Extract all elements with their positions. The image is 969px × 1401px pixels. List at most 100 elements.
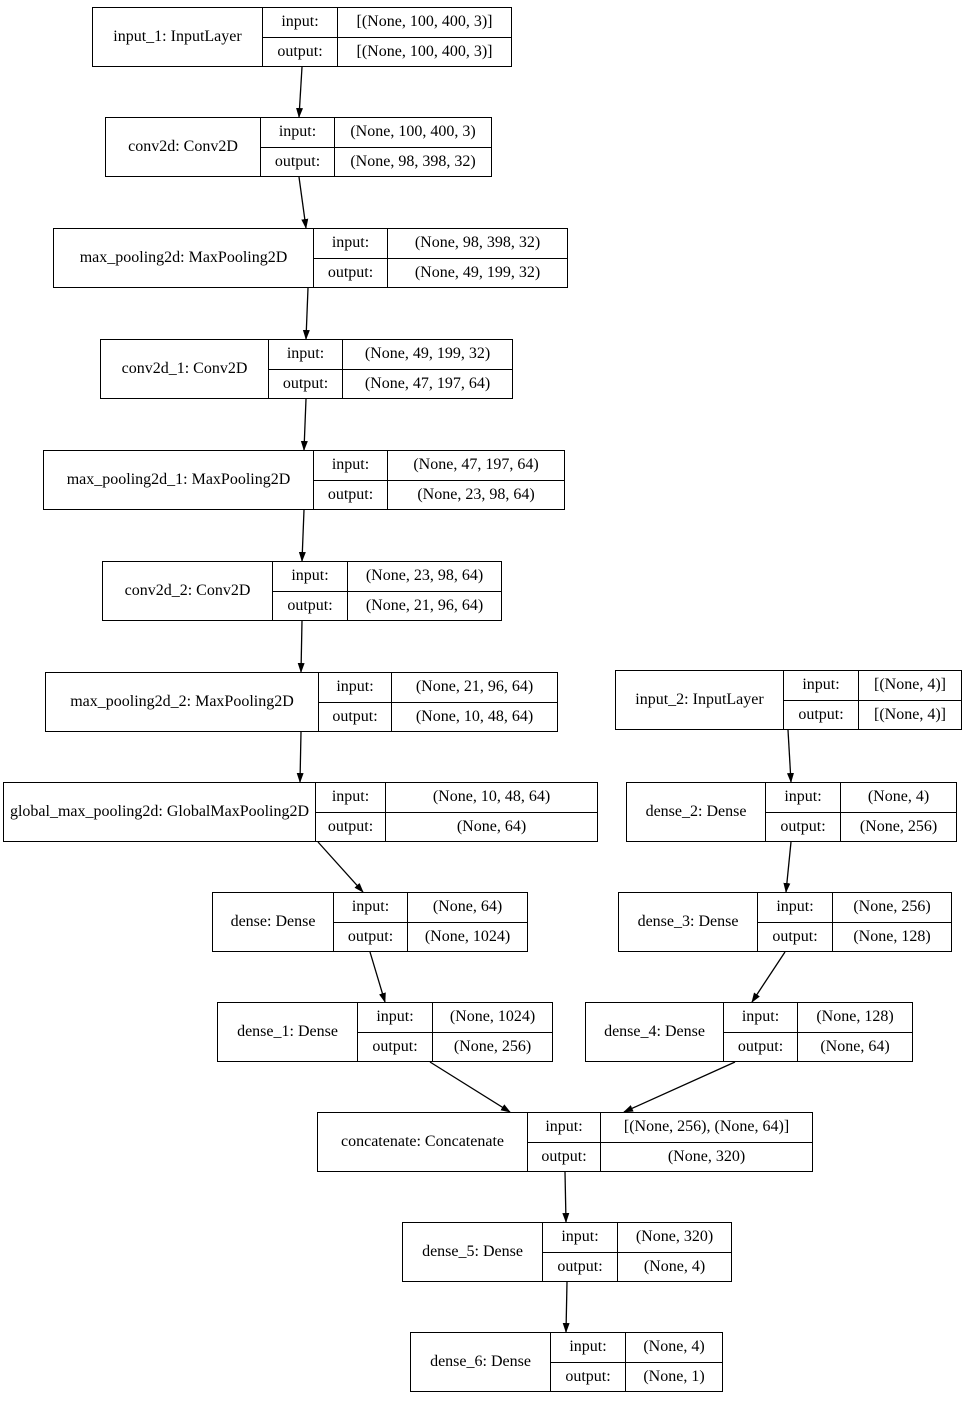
input-label: input: xyxy=(261,118,335,147)
input-label: input: xyxy=(543,1223,618,1252)
input-shape-value: (None, 64) xyxy=(432,898,503,916)
layer-input-row: input: (None, 10, 48, 64) xyxy=(316,783,597,812)
output-shape-value: (None, 4) xyxy=(643,1257,706,1275)
layer-node-dense_4: dense_4: Dense input: (None, 128) output… xyxy=(585,1002,913,1062)
input-shape-value: (None, 128) xyxy=(816,1008,894,1026)
layer-io-table: input: (None, 49, 199, 32) output: (None… xyxy=(269,340,512,398)
layer-node-max_pooling2d_1: max_pooling2d_1: MaxPooling2D input: (No… xyxy=(43,450,565,510)
input-label: input: xyxy=(784,671,859,700)
output-shape-value: (None, 64) xyxy=(820,1037,890,1055)
input-shape-value: (None, 49, 199, 32) xyxy=(364,345,491,363)
output-label: output: xyxy=(273,591,348,620)
input-shape-value: (None, 4) xyxy=(643,1338,705,1356)
layer-name: max_pooling2d: MaxPooling2D xyxy=(54,229,314,287)
layer-output-row: output: (None, 98, 398, 32) xyxy=(261,146,491,176)
layer-output-row: output: (None, 64) xyxy=(724,1031,912,1061)
edge-dense_2-to-dense_3 xyxy=(783,841,792,893)
layer-name: dense_4: Dense xyxy=(586,1003,724,1061)
input-shape-value: (None, 21, 96, 64) xyxy=(415,678,534,696)
output-label: output: xyxy=(263,37,338,66)
layer-output-row: output: (None, 4) xyxy=(543,1251,731,1281)
layer-output-row: output: [(None, 100, 400, 3)] xyxy=(263,36,511,66)
layer-io-table: input: (None, 64) output: (None, 1024) xyxy=(334,893,527,951)
output-shape-value: (None, 23, 98, 64) xyxy=(417,485,535,503)
layer-output-row: output: (None, 47, 197, 64) xyxy=(269,368,512,398)
layer-name: conv2d_1: Conv2D xyxy=(101,340,269,398)
edge-global_max_pooling2d-to-dense xyxy=(317,841,364,893)
edge-conv2d-to-max_pooling2d xyxy=(298,176,309,229)
input-shape-value: [(None, 100, 400, 3)] xyxy=(356,13,493,31)
layer-name: conv2d: Conv2D xyxy=(106,118,261,176)
input-shape-value: (None, 4) xyxy=(867,788,930,806)
layer-name: max_pooling2d_1: MaxPooling2D xyxy=(44,451,314,509)
layer-node-dense_1: dense_1: Dense input: (None, 1024) outpu… xyxy=(217,1002,553,1062)
edge-dense_3-to-dense_4 xyxy=(751,951,786,1003)
layer-input-row: input: (None, 4) xyxy=(766,783,956,812)
layer-output-row: output: [(None, 4)] xyxy=(784,699,961,729)
edge-max_pooling2d_2-to-global_max_pooling2d xyxy=(296,731,304,783)
output-shape-value: [(None, 100, 400, 3)] xyxy=(356,42,493,60)
input-label: input: xyxy=(766,783,841,812)
layer-io-table: input: (None, 128) output: (None, 64) xyxy=(724,1003,912,1061)
output-label: output: xyxy=(551,1362,626,1391)
layer-output-row: output: (None, 64) xyxy=(316,811,597,841)
layer-output-row: output: (None, 10, 48, 64) xyxy=(319,701,557,731)
output-label: output: xyxy=(319,702,392,731)
layer-name: dense_3: Dense xyxy=(619,893,758,951)
output-label: output: xyxy=(724,1032,798,1061)
layer-input-row: input: (None, 47, 197, 64) xyxy=(314,451,564,480)
layer-io-table: input: (None, 98, 398, 32) output: (None… xyxy=(314,229,567,287)
layer-output-row: output: (None, 49, 199, 32) xyxy=(314,257,567,287)
input-label: input: xyxy=(269,340,343,369)
layer-io-table: input: (None, 47, 197, 64) output: (None… xyxy=(314,451,564,509)
layer-name: conv2d_2: Conv2D xyxy=(103,562,273,620)
layer-name: dense: Dense xyxy=(213,893,334,951)
output-label: output: xyxy=(314,258,388,287)
input-shape-value: (None, 10, 48, 64) xyxy=(432,788,551,806)
edge-input_2-to-dense_2 xyxy=(786,729,794,783)
input-label: input: xyxy=(316,783,386,812)
input-shape-value: [(None, 256), (None, 64)] xyxy=(623,1118,790,1136)
layer-input-row: input: (None, 1024) xyxy=(358,1003,552,1032)
edge-dense-to-dense_1 xyxy=(369,951,386,1003)
input-label: input: xyxy=(358,1003,433,1032)
layer-input-row: input: (None, 49, 199, 32) xyxy=(269,340,512,369)
edge-conv2d_1-to-max_pooling2d_1 xyxy=(300,398,308,451)
output-shape-value: (None, 64) xyxy=(456,817,527,835)
input-label: input: xyxy=(273,562,348,591)
layer-node-concatenate: concatenate: Concatenate input: [(None, … xyxy=(317,1112,813,1172)
layer-node-dense_3: dense_3: Dense input: (None, 256) output… xyxy=(618,892,952,952)
output-label: output: xyxy=(358,1032,433,1061)
layer-node-dense_6: dense_6: Dense input: (None, 4) output: … xyxy=(410,1332,723,1392)
input-shape-value: [(None, 4)] xyxy=(874,676,946,694)
layer-node-max_pooling2d: max_pooling2d: MaxPooling2D input: (None… xyxy=(53,228,568,288)
layer-output-row: output: (None, 256) xyxy=(358,1031,552,1061)
layer-output-row: output: (None, 23, 98, 64) xyxy=(314,479,564,509)
layer-node-dense_5: dense_5: Dense input: (None, 320) output… xyxy=(402,1222,732,1282)
input-shape-value: (None, 98, 398, 32) xyxy=(414,234,541,252)
input-label: input: xyxy=(319,673,392,702)
output-shape-value: (None, 128) xyxy=(853,927,931,945)
output-shape-value: (None, 49, 199, 32) xyxy=(414,263,541,281)
layer-io-table: input: (None, 4) output: (None, 1) xyxy=(551,1333,722,1391)
layer-io-table: input: [(None, 100, 400, 3)] output: [(N… xyxy=(263,8,511,66)
edge-max_pooling2d-to-conv2d_1 xyxy=(302,287,310,340)
input-label: input: xyxy=(263,8,338,37)
input-shape-value: (None, 47, 197, 64) xyxy=(413,456,539,474)
input-label: input: xyxy=(314,451,388,480)
input-shape-value: (None, 320) xyxy=(635,1228,714,1246)
layer-input-row: input: (None, 4) xyxy=(551,1333,722,1362)
output-shape-value: (None, 98, 398, 32) xyxy=(350,152,476,170)
layer-input-row: input: (None, 100, 400, 3) xyxy=(261,118,491,147)
output-label: output: xyxy=(758,922,833,951)
output-label: output: xyxy=(543,1252,618,1281)
layer-output-row: output: (None, 1) xyxy=(551,1361,722,1391)
output-shape-value: (None, 1) xyxy=(643,1367,705,1385)
layer-io-table: input: [(None, 256), (None, 64)] output:… xyxy=(528,1113,812,1171)
layer-io-table: input: (None, 256) output: (None, 128) xyxy=(758,893,951,951)
input-label: input: xyxy=(334,893,408,922)
input-shape-value: (None, 100, 400, 3) xyxy=(350,123,476,141)
layer-io-table: input: (None, 23, 98, 64) output: (None,… xyxy=(273,562,501,620)
output-label: output: xyxy=(766,812,841,841)
